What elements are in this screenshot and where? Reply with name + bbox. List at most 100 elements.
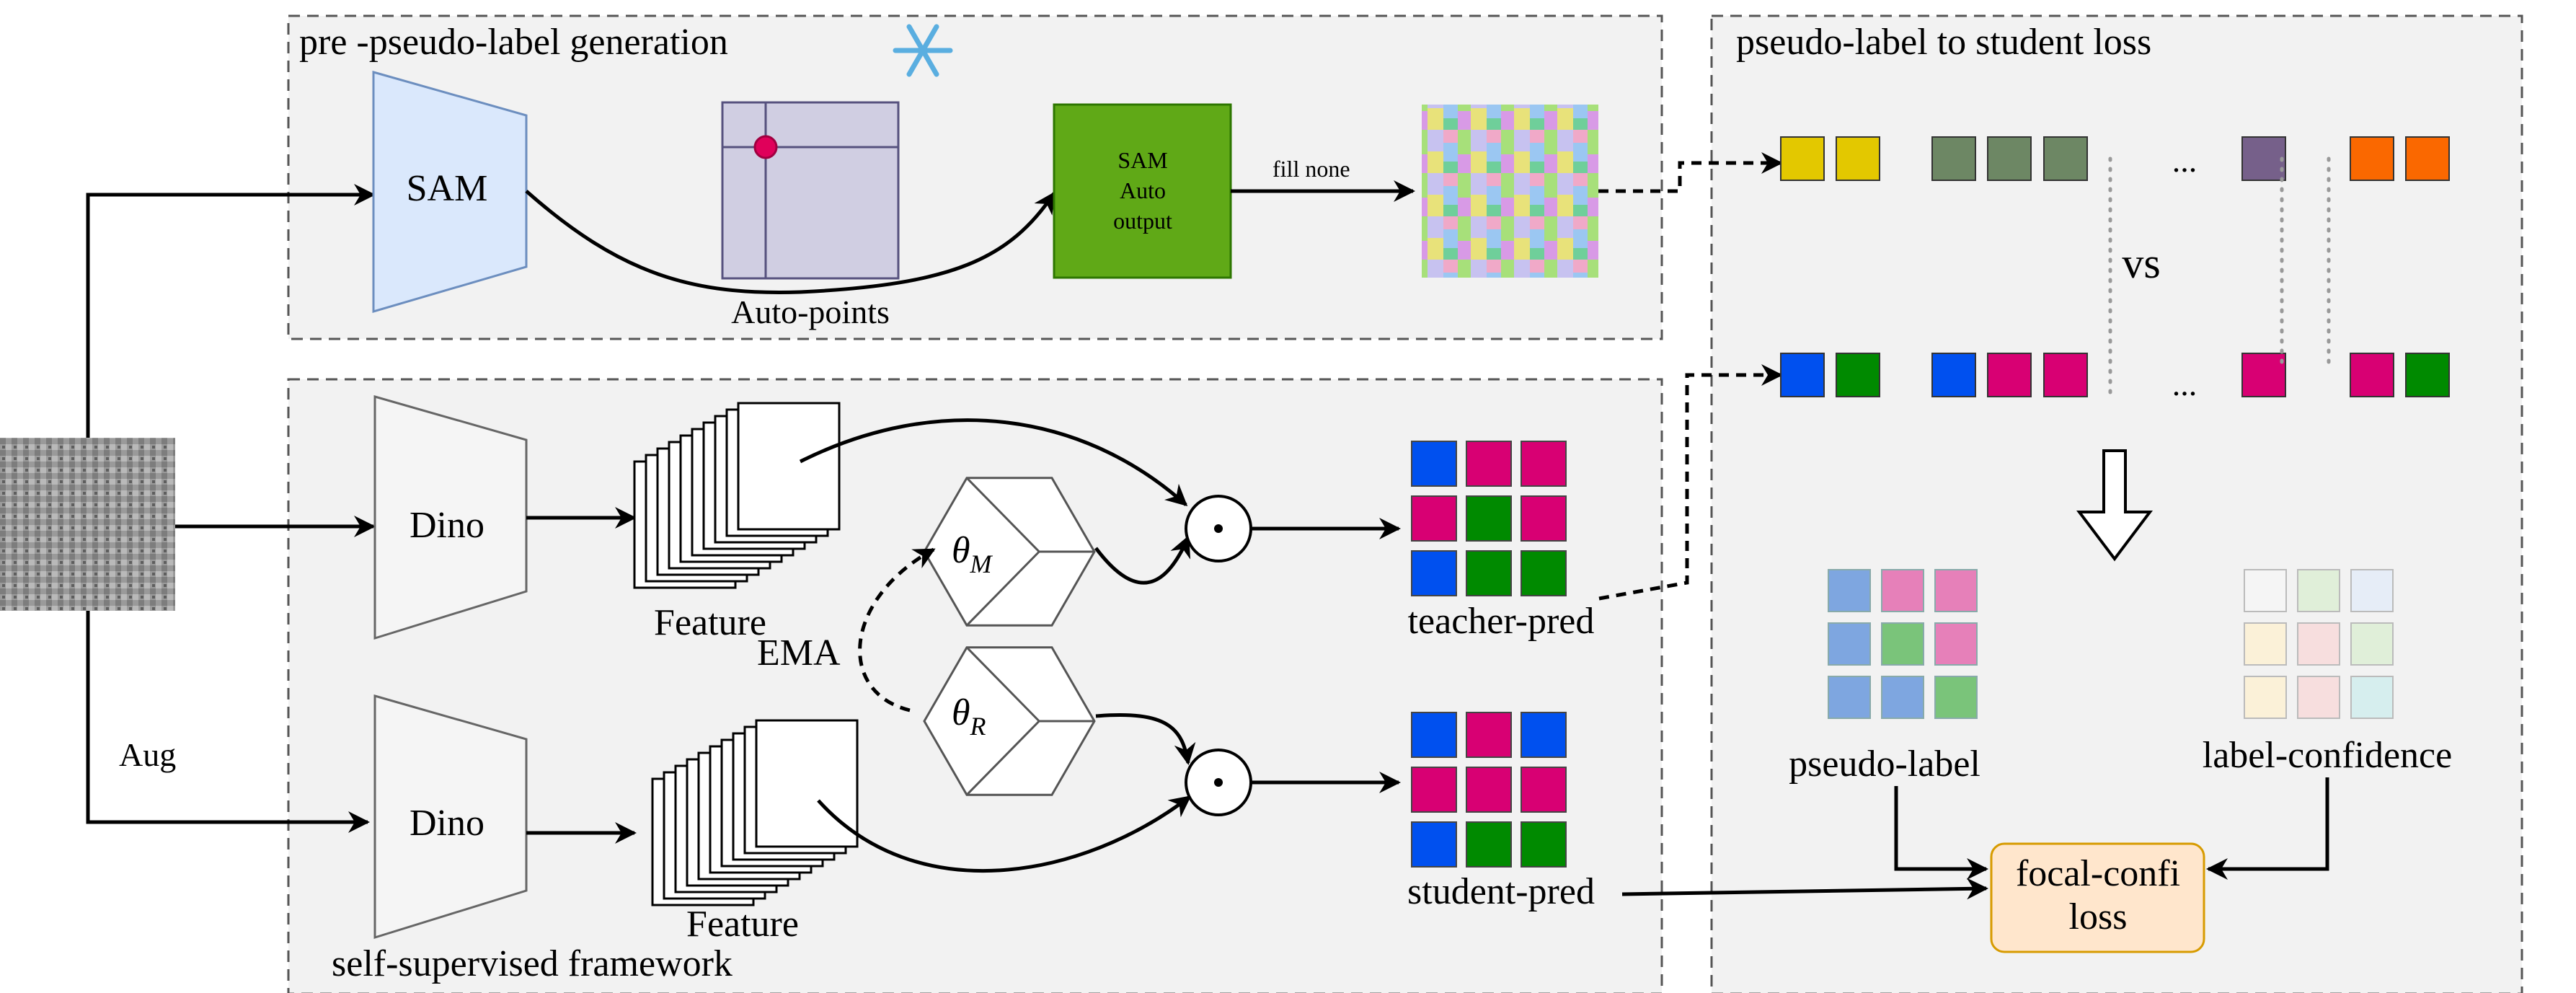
grid-cell [1828,622,1871,666]
sam-auto-output-line2: Auto [1120,177,1166,203]
snowflake-icon [893,24,953,77]
grid-cell [1411,495,1457,542]
aug-label: Aug [119,736,176,773]
grid-cell [1411,767,1457,813]
grid-cell [1934,676,1978,719]
hollow-down-arrow-icon [2076,449,2154,562]
feature-top-to-odot-arrow [799,418,1188,507]
conf-to-loss-arrow [2206,777,2329,880]
loss-line1: focal-confi [2016,853,2180,894]
teacher-to-comparison-arrow [1598,364,1783,601]
comparison-cell [1987,353,2032,397]
grid-cell [1466,441,1512,487]
grid-cell [2350,569,2394,612]
feature-stack-top [633,402,841,589]
comparison-cell [2043,136,2088,181]
comparison-cell [1780,136,1825,181]
pseudo-to-loss-arrow [1894,786,1988,880]
comparison-cell [1836,136,1880,181]
input-to-sam-arrow [86,184,376,438]
dino-bottom-label: Dino [410,803,484,844]
dino-encoder-bottom: Dino [373,694,528,940]
comparison-cell [2405,136,2450,181]
comparison-cell [2405,353,2450,397]
grid-cell [2244,622,2287,666]
ema-arrow [858,547,936,712]
comparison-cell [2350,353,2394,397]
grid-cell [2350,622,2394,666]
sam-auto-output-box: SAM Auto output [1053,103,1232,279]
theta-r-to-odot-arrow [1095,713,1196,765]
grid-cell [1466,767,1512,813]
dino-top-label: Dino [410,505,484,546]
input-to-dino-bottom-arrow [86,611,370,833]
grid-cell [1521,550,1567,596]
feature-bottom-to-odot-arrow [817,795,1192,873]
feature-top-label: Feature [654,602,766,643]
ellipsis-bottom: ... [2172,366,2197,402]
grid-cell [1521,712,1567,758]
student-to-loss-arrow [1621,878,1988,900]
loss-line2: loss [2069,896,2128,937]
fill-none-label: fill none [1272,156,1350,182]
input-aerial-image [0,438,175,611]
ema-label: EMA [757,632,841,674]
grid-cell [1411,821,1457,868]
sam-auto-output-line1: SAM [1117,147,1167,173]
feature-map-layer [755,719,859,848]
grid-cell [2297,676,2340,719]
grid-cell [2297,569,2340,612]
sam-mask-image [1422,105,1598,278]
teacher-pred-grid [1411,441,1567,596]
comparison-cell [1780,353,1825,397]
grid-cell [1521,767,1567,813]
comparison-cell [2043,353,2088,397]
grid-cell [1934,622,1978,666]
sam-to-auto-output-arrow [525,190,1056,294]
cube-edge [965,550,1040,627]
auto-points-grid [721,101,900,280]
dino-encoder-top: Dino [373,395,528,640]
teacher-pred-label: teacher-pred [1408,601,1595,642]
comparison-rows [1780,136,2450,397]
grid-cell [1521,495,1567,542]
theta-m-label: θM [952,530,993,578]
grid-cell [1466,495,1512,542]
vs-label: vs [2122,239,2160,287]
comparison-cell [2241,136,2286,181]
theta-r-label: θR [952,692,986,741]
grid-cell [1411,712,1457,758]
grid-cell [2350,676,2394,719]
sam-encoder: SAM [372,71,528,314]
label-confidence-grid [2244,569,2394,719]
focal-confi-loss-box: focal-confi loss [1990,842,2205,953]
grid-cell [1881,622,1924,666]
odot-operator-bottom [1185,749,1252,816]
feature-stack-bottom [651,719,859,906]
comparison-cell [1931,353,1976,397]
student-pred-label: student-pred [1407,871,1595,912]
cube-icon-theta-r [923,646,1096,796]
grid-cell [1881,569,1924,612]
cube-edge [965,646,1040,723]
grid-cell [2297,622,2340,666]
auto-point [753,135,778,159]
comparison-cell [1836,353,1880,397]
feature-map-layer [737,402,841,531]
grid-cell [1466,712,1512,758]
right-panel-title: pseudo-label to student loss [1736,22,2151,63]
comparison-cell [2350,136,2394,181]
bottom-panel-caption: self-supervised framework [332,943,732,984]
grid-cell [2244,569,2287,612]
sam-label: SAM [407,168,488,209]
cube-edge [965,477,1040,553]
grid-cell [1411,441,1457,487]
ellipsis-top: ... [2172,142,2197,179]
comparison-cell [2241,353,2286,397]
grid-cell [1411,550,1457,596]
grid-cell [1521,821,1567,868]
grid-cell [1934,569,1978,612]
comparison-cell [1931,136,1976,181]
sam-auto-output-line3: output [1113,208,1172,234]
